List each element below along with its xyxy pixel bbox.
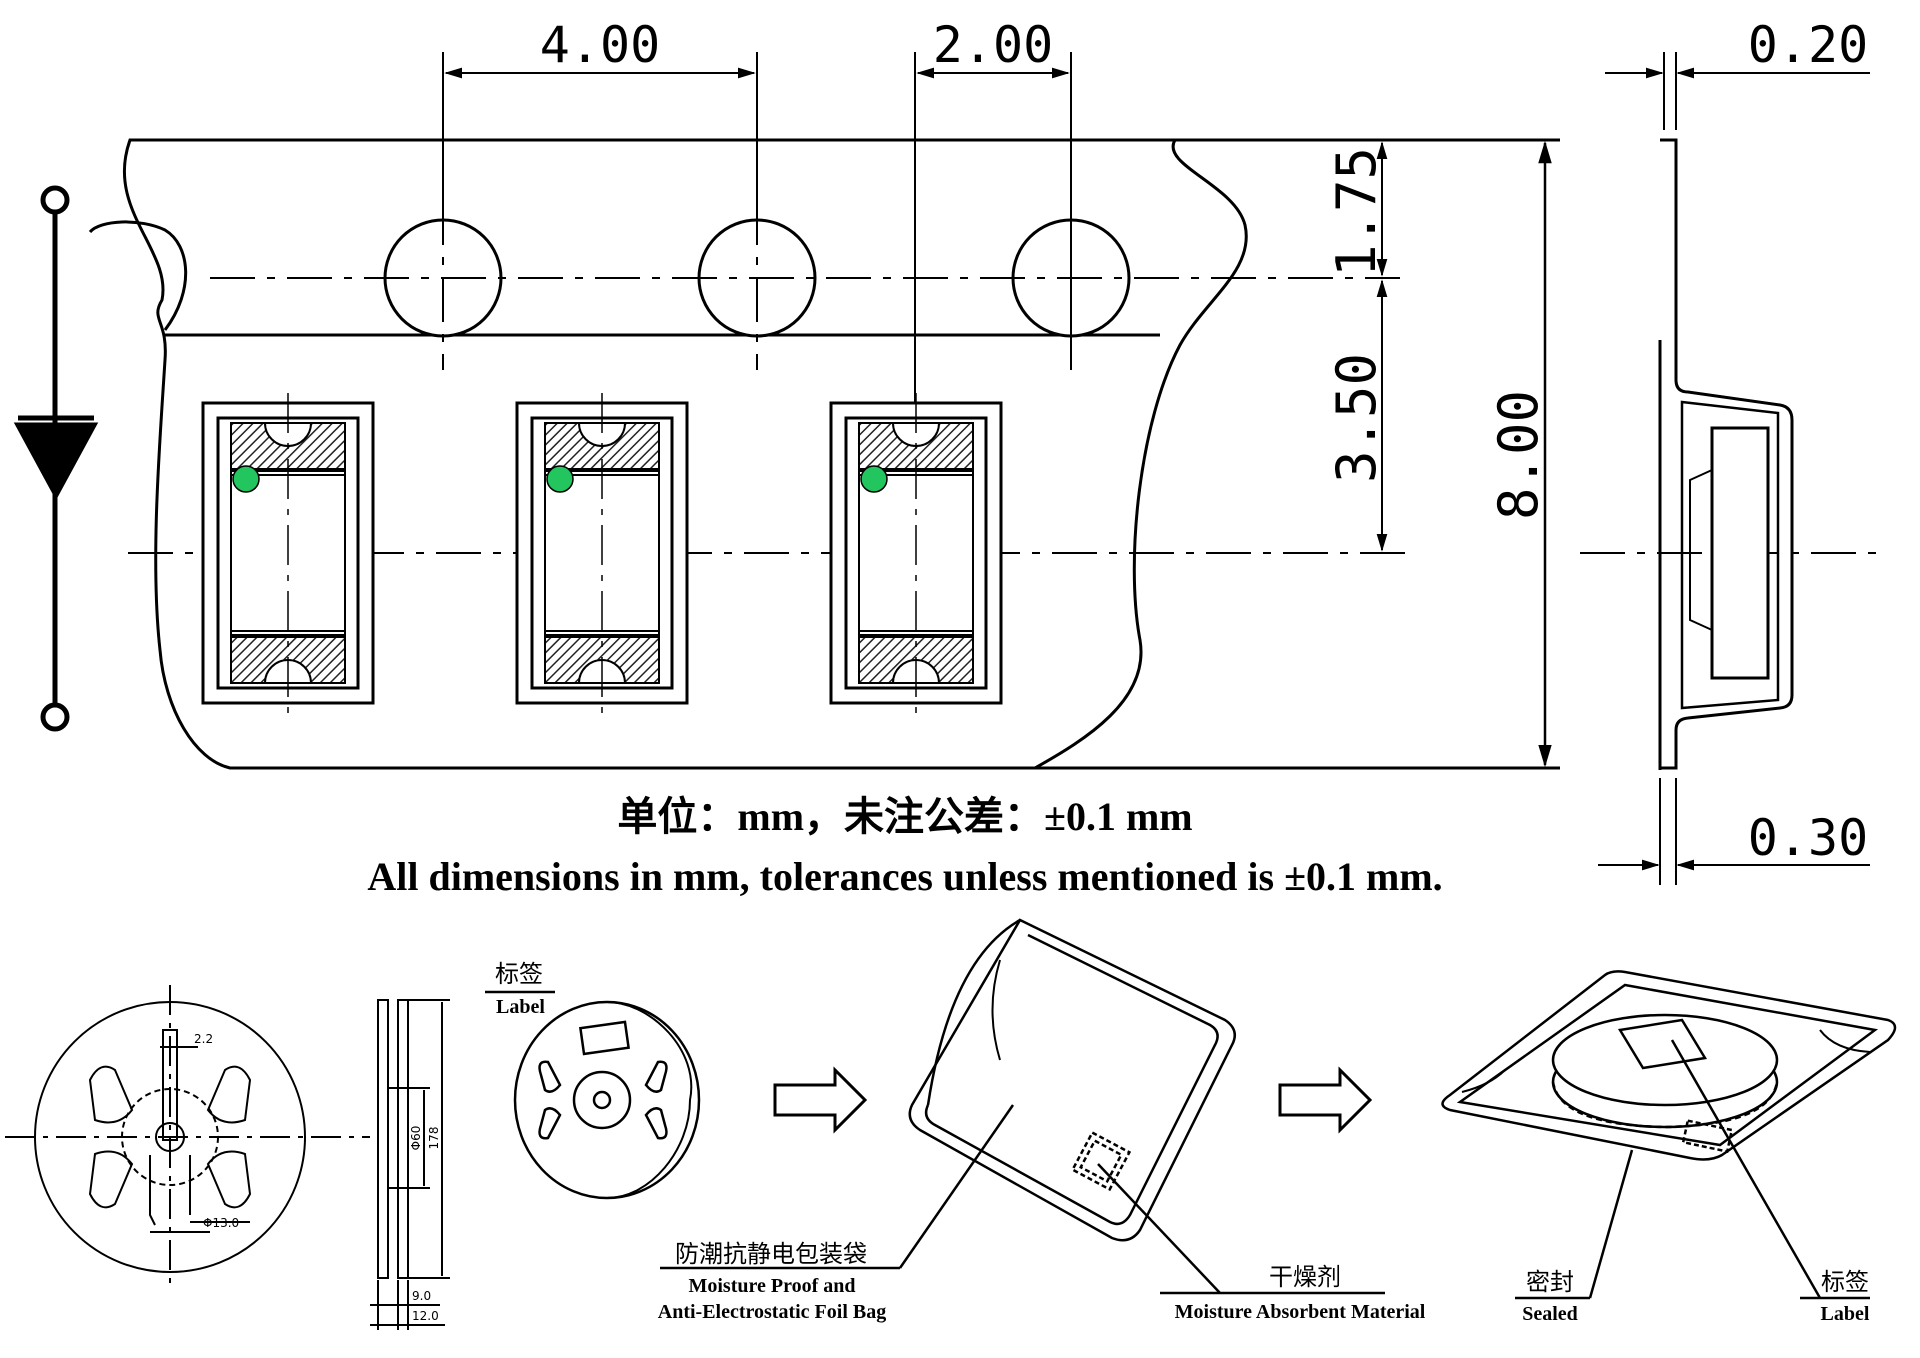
sealed-bag-label-en: Label: [1821, 1303, 1870, 1325]
tape-side-section: [1658, 138, 1794, 770]
pocket-2: [515, 391, 689, 715]
sealed-bag-illustration: [1441, 970, 1897, 1300]
sealed-label-cn: 密封: [1526, 1268, 1574, 1296]
dim-half-pitch-label: 2.00: [933, 16, 1053, 74]
dim-pitch-label: 4.00: [540, 16, 660, 74]
reel-hub-dia-label: Φ13.0: [203, 1216, 239, 1230]
led-dot-icon: [546, 465, 574, 493]
reel-outer-dia-label: 178: [427, 1127, 441, 1150]
bag-label-en-1: Moisture Proof and: [688, 1275, 855, 1297]
reel-with-label: [485, 990, 701, 1200]
led-dot-icon: [860, 465, 888, 493]
dim-tape-width: 8.00: [1487, 140, 1552, 768]
foil-bag-illustration: [660, 918, 1385, 1295]
dim-cover-thickness-label: 0.20: [1748, 16, 1868, 74]
dim-carrier-thickness-label: 0.30: [1748, 809, 1868, 867]
dim-pitch: 4.00: [442, 16, 758, 200]
diode-symbol-icon: [13, 185, 99, 732]
dim-half-pitch: 2.00: [914, 16, 1072, 403]
reel-inner-dia-label: Φ60: [409, 1126, 423, 1151]
pocket-1: [201, 391, 375, 715]
sealed-label-en: Sealed: [1522, 1303, 1578, 1325]
bag-label-en-2: Anti-Electrostatic Foil Bag: [658, 1301, 886, 1323]
reel-side-view: [370, 999, 450, 1330]
dim-carrier-thickness: 0.30: [1598, 778, 1870, 885]
reel-width-inner-label: 9.0: [412, 1289, 431, 1303]
desiccant-label-cn: 干燥剂: [1269, 1263, 1341, 1291]
dim-cover-thickness: 0.20: [1605, 16, 1870, 130]
reel-label-cn: 标签: [495, 960, 543, 988]
process-arrow-icon: [1278, 1066, 1373, 1134]
reel-width-outer-label: 12.0: [412, 1309, 439, 1323]
note-en: All dimensions in mm, tolerances unless …: [367, 854, 1442, 899]
note-cn: 单位：mm，未注公差：±0.1 mm: [617, 794, 1192, 839]
dim-tape-width-label: 8.00: [1487, 390, 1550, 520]
pocket-3: [829, 391, 1003, 715]
desiccant-label-en: Moisture Absorbent Material: [1175, 1301, 1426, 1323]
led-dot-icon: [232, 465, 260, 493]
reel-label-en: Label: [496, 996, 545, 1018]
led-polarity-dots: [232, 465, 888, 493]
dim-hole-offset-label: 1.75: [1325, 147, 1388, 277]
dim-cavity-offset-label: 3.50: [1325, 353, 1388, 483]
reel-front-view: [5, 985, 370, 1290]
sealed-bag-label-cn: 标签: [1821, 1268, 1869, 1296]
reel-hub-slot-label: 2.2: [194, 1032, 213, 1046]
dim-vertical-offsets: 1.75 3.50: [1290, 139, 1400, 552]
bag-label-cn: 防潮抗静电包装袋: [675, 1240, 867, 1268]
process-arrow-icon: [773, 1066, 868, 1134]
